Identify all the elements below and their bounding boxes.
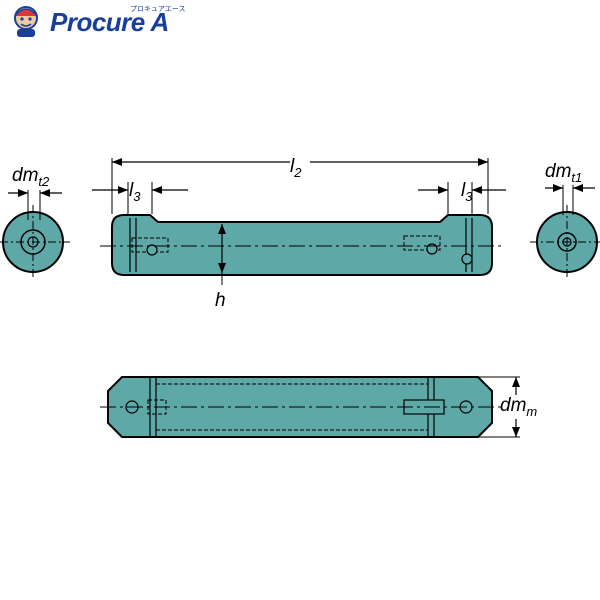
top-main-view bbox=[92, 158, 506, 285]
top-left-screw bbox=[146, 244, 158, 256]
procure-a-logo: プロキュアエース Procure A bbox=[8, 4, 186, 38]
bottom-side-view bbox=[100, 376, 520, 438]
mascot-icon bbox=[14, 6, 38, 37]
right-end-view bbox=[530, 184, 600, 280]
left-end-view bbox=[0, 189, 70, 280]
top-shank-body bbox=[111, 214, 493, 276]
label-dm-m: dmm bbox=[500, 395, 537, 419]
label-l3-right: l3 bbox=[461, 180, 473, 204]
brand-name: Procure A bbox=[50, 7, 169, 37]
label-l3-left: l3 bbox=[129, 180, 141, 204]
label-dm-t1: dmt1 bbox=[545, 161, 582, 185]
label-dm-t2: dmt2 bbox=[12, 165, 50, 189]
label-h: h bbox=[215, 290, 226, 311]
brand-subtitle: プロキュアエース bbox=[130, 5, 186, 13]
label-l2: l2 bbox=[290, 156, 302, 180]
